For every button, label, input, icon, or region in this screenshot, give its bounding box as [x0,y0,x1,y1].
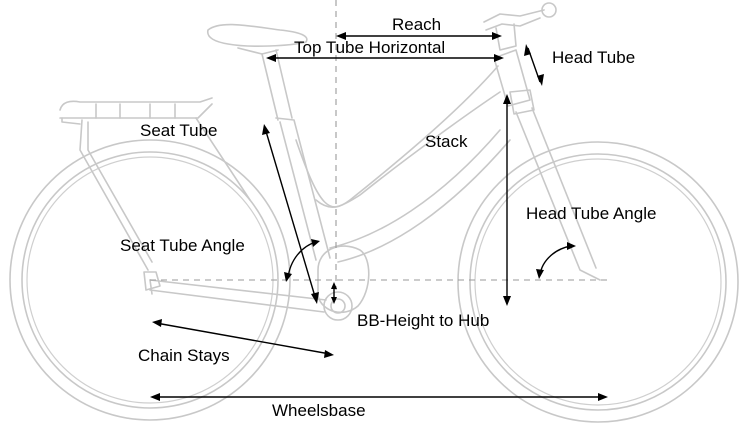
wheelbase-dimension [150,393,608,401]
wheelsbase-label: Wheelsbase [272,401,366,420]
head-tube-dimension [524,44,544,86]
saddle [206,23,308,55]
stack-dimension [503,94,511,306]
seat-tube-angle-label: Seat Tube Angle [120,236,245,255]
rear-rack [59,97,251,271]
seat-tube-label: Seat Tube [140,121,218,140]
seat-tube-angle-arc [284,239,320,282]
top-tube-horizontal-label: Top Tube Horizontal [294,38,445,57]
fork [509,89,601,281]
reach-dimension [336,32,502,40]
head-tube-angle-arc [536,242,576,279]
seatpost [261,49,293,121]
bike-drawing [9,2,739,423]
seat-tube-dimension [262,124,319,304]
top-tube-horizontal-dimension [266,54,504,62]
reach-label: Reach [392,15,441,34]
bb-height-to-hub-label: BB-Height to Hub [357,311,489,330]
handlebar [483,2,557,51]
bb-height-dimension [331,282,337,304]
frame [143,49,531,321]
front-wheel [457,141,739,423]
chain-stays-dimension [152,319,334,358]
stack-label: Stack [425,132,468,151]
head-tube-angle-label: Head Tube Angle [526,204,656,223]
chain-stays-label: Chain Stays [138,346,230,365]
head-tube-label: Head Tube [552,48,635,67]
